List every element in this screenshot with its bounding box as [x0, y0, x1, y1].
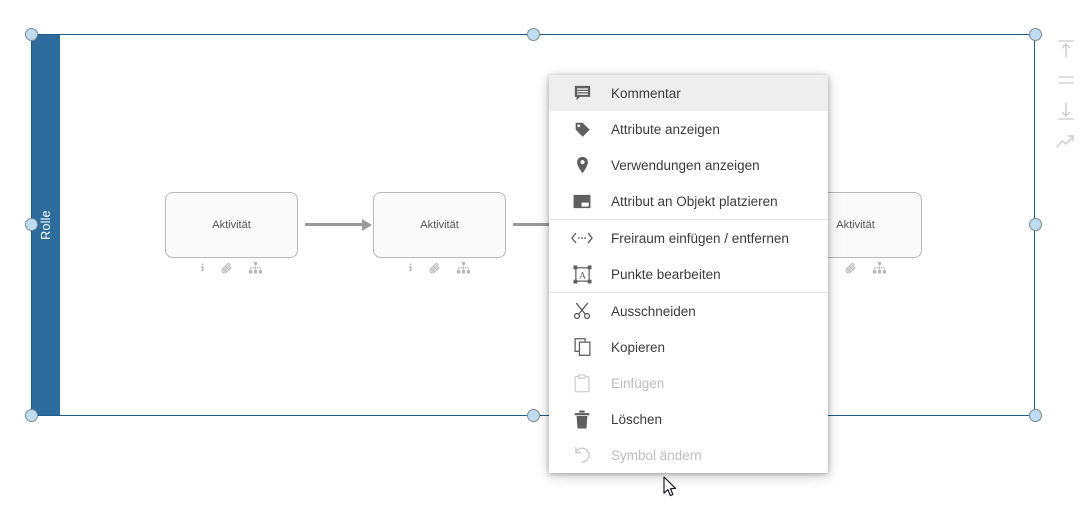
activity-label: Aktivität	[212, 219, 251, 231]
tag-icon	[567, 121, 597, 138]
attachment-icon[interactable]	[220, 262, 233, 275]
selection-handle-top-right[interactable]	[1029, 28, 1042, 41]
selection-handle-bottom-center[interactable]	[527, 409, 540, 422]
menu-item-label: Verwendungen anzeigen	[611, 157, 760, 173]
attachment-icon[interactable]	[844, 262, 857, 275]
sequence-flow-arrowhead	[362, 218, 372, 231]
menu-item-label: Kopieren	[611, 339, 666, 355]
selection-handle-bottom-left[interactable]	[25, 409, 38, 422]
activity-badges: i	[165, 261, 298, 275]
info-icon[interactable]: i	[200, 262, 205, 274]
menu-separator	[549, 219, 828, 220]
menu-item-attribute-anzeigen[interactable]: Attribute anzeigen	[549, 111, 828, 147]
menu-item-label: Kommentar	[611, 85, 681, 101]
attachment-icon[interactable]	[428, 262, 441, 275]
align-top-icon[interactable]	[1052, 38, 1080, 60]
hierarchy-icon[interactable]	[249, 262, 263, 274]
info-icon[interactable]: i	[408, 262, 413, 274]
selection-handle-bottom-right[interactable]	[1029, 409, 1042, 422]
menu-item-kopieren[interactable]: Kopieren	[549, 329, 828, 365]
copy-icon	[567, 338, 597, 356]
mouse-cursor	[663, 476, 678, 503]
activity-label: Aktivität	[420, 219, 459, 231]
menu-separator	[549, 292, 828, 293]
selection-handle-top-center[interactable]	[527, 28, 540, 41]
place-attribute-icon	[567, 194, 597, 209]
align-bottom-icon[interactable]	[1052, 100, 1080, 122]
menu-item-label: Freiraum einfügen / entfernen	[611, 230, 789, 246]
menu-item-label: Einfügen	[611, 375, 665, 391]
selection-handle-middle-left[interactable]	[25, 218, 38, 231]
scissors-icon	[567, 302, 597, 320]
activity-shape[interactable]: Aktivität	[165, 192, 298, 258]
activity-label: Aktivität	[836, 219, 875, 231]
hierarchy-icon[interactable]	[457, 262, 471, 274]
menu-item-loeschen[interactable]: Löschen	[549, 401, 828, 437]
comment-icon	[567, 85, 597, 102]
sequence-flow-connector[interactable]	[305, 223, 363, 226]
activity-shape[interactable]: Aktivität	[373, 192, 506, 258]
paste-icon	[567, 373, 597, 393]
selection-handle-top-left[interactable]	[25, 28, 38, 41]
menu-item-label: Attribute anzeigen	[611, 121, 720, 137]
trash-icon	[567, 410, 597, 429]
menu-item-einfuegen: Einfügen	[549, 365, 828, 401]
selection-handle-middle-right[interactable]	[1029, 218, 1042, 231]
menu-item-label: Attribut an Objekt platzieren	[611, 193, 778, 209]
menu-item-label: Löschen	[611, 411, 663, 427]
menu-item-ausschneiden[interactable]: Ausschneiden	[549, 293, 828, 329]
menu-item-label: Punkte bearbeiten	[611, 266, 721, 282]
menu-item-verwendungen-anzeigen[interactable]: Verwendungen anzeigen	[549, 147, 828, 183]
menu-item-label: Ausschneiden	[611, 303, 696, 319]
insert-space-icon	[567, 231, 597, 245]
menu-item-attribut-an-objekt-platzieren[interactable]: Attribut an Objekt platzieren	[549, 183, 828, 219]
trend-line-icon[interactable]	[1052, 131, 1080, 153]
lane-label: Rolle	[38, 210, 53, 240]
align-toolbar[interactable]	[1049, 38, 1083, 153]
location-pin-icon	[567, 156, 597, 174]
menu-item-label: Symbol ändern	[611, 447, 702, 463]
hierarchy-icon[interactable]	[873, 262, 887, 274]
edit-points-icon: A	[567, 264, 597, 284]
align-middle-icon[interactable]	[1052, 69, 1080, 91]
menu-item-freiraum-einfuegen-entfernen[interactable]: Freiraum einfügen / entfernen	[549, 220, 828, 256]
activity-badges: i	[373, 261, 506, 275]
context-menu[interactable]: Kommentar Attribute anzeigen Verwendunge…	[549, 75, 828, 473]
menu-item-punkte-bearbeiten[interactable]: A Punkte bearbeiten	[549, 256, 828, 292]
menu-item-kommentar[interactable]: Kommentar	[549, 75, 828, 111]
undo-icon	[567, 446, 597, 464]
svg-text:A: A	[579, 271, 586, 281]
menu-item-symbol-aendern: Symbol ändern	[549, 437, 828, 473]
